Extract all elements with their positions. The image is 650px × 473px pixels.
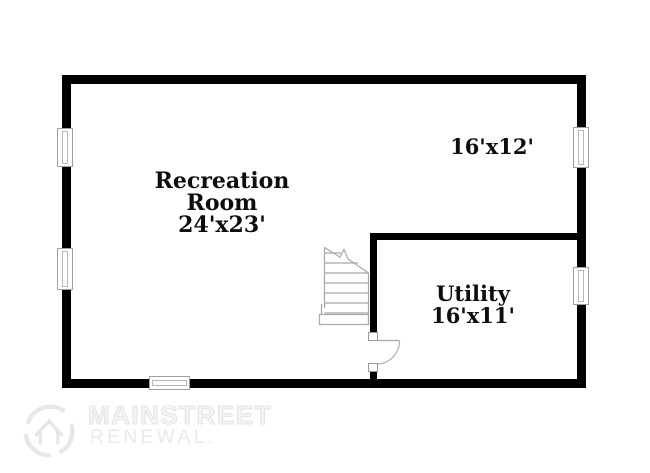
room-label-utility: Utility 16'x11' [431,283,515,327]
wall-right-middle [577,168,586,267]
window-pane [578,130,584,165]
mainstreet-logo-icon [23,404,75,458]
window [149,376,190,390]
wall-top [62,75,586,84]
room-label-open-area: 16'x12' [450,136,534,158]
door-jamb [368,332,378,341]
room-label-recreation: Recreation Room 24'x23' [155,170,290,236]
room-name-line1: Recreation [154,168,290,194]
utility-wall-left-upper [370,233,377,332]
watermark-brand: MAINSTREET [87,399,272,430]
wall-left-lower [62,290,71,388]
door-swing [368,332,401,372]
window-pane [152,380,187,386]
watermark: MAINSTREET RENEWAL. [18,396,318,468]
wall-bottom-right [190,379,586,388]
wall-right-lower [577,305,586,388]
room-dimensions: 16'x11' [431,303,515,328]
room-dimensions: 24'x23' [178,212,266,238]
wall-right-upper [577,75,586,127]
door-jamb [368,363,378,372]
watermark-subtext: RENEWAL. [90,427,217,448]
window [573,267,589,305]
window [57,128,73,167]
room-name-line2: Room [186,190,258,216]
window [573,127,589,168]
window-pane [62,131,68,164]
wall-left-middle [62,167,71,248]
wall-bottom-left [62,379,149,388]
window [57,248,73,290]
window-pane [62,251,68,287]
utility-wall-left-lower [370,371,377,379]
room-name-line1: Utility [436,281,510,306]
room-dimensions: 16'x12' [450,134,534,159]
utility-wall-top [370,233,586,240]
window-pane [578,270,584,302]
wall-left-upper [62,75,71,128]
staircase [318,246,370,326]
